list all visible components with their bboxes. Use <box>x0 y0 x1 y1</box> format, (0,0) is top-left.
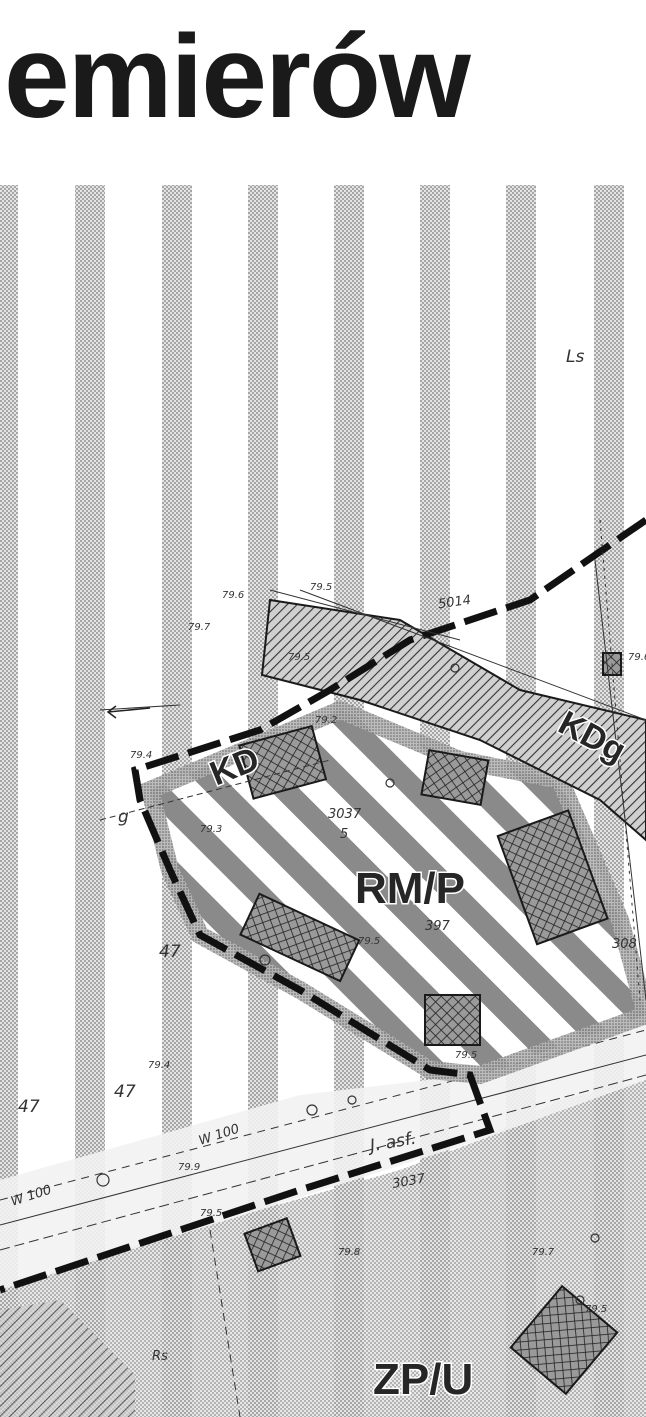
elevation-label: 79.4 <box>130 750 152 761</box>
elevation-label: 79.5 <box>585 1304 607 1315</box>
plot-number: 47 <box>114 1082 136 1102</box>
elevation-label: 79.5 <box>455 1050 477 1061</box>
direction-arrow-icon <box>106 705 151 719</box>
gas-line-label: g <box>118 807 129 827</box>
plot-number: 3037 <box>328 807 362 822</box>
plot-number: 397 <box>425 919 451 934</box>
elevation-label: 79.5 <box>288 652 310 663</box>
road-lines <box>0 1029 646 1251</box>
plot-number: 47 <box>159 942 181 962</box>
elevation-label: 79.5 <box>310 582 332 593</box>
lower-left-plot <box>0 1300 135 1417</box>
elevation-label: 79.6 <box>222 590 244 601</box>
rmp-zone-area <box>150 710 646 1075</box>
plot-number: 47 <box>18 1097 40 1117</box>
kdg-road-area <box>260 598 646 842</box>
elevation-label: 79.7 <box>188 622 211 633</box>
elevation-points: 79.5 79.6 79.7 79.5 79.4 79.6 79.5 79.8 … <box>130 582 646 1315</box>
zone-label-rmp: RM/P <box>355 864 465 913</box>
zone-label-ls: Ls <box>566 347 584 367</box>
road-band <box>0 1020 646 1290</box>
elevation-label: 79.7 <box>532 1247 555 1258</box>
elevation-label: 79.9 <box>178 1162 200 1173</box>
survey-markers <box>96 663 600 1305</box>
elevation-label: 79.5 <box>200 1208 222 1219</box>
zpu-zone-area <box>0 1080 646 1417</box>
elevation-label: 79.3 <box>200 824 222 835</box>
buildings <box>238 652 622 1396</box>
map-heading: emierów <box>4 11 471 143</box>
plot-number: 5 <box>340 827 348 842</box>
plot-number: 3037 <box>391 1171 427 1192</box>
utility-label: Rs <box>152 1349 168 1364</box>
elevation-label: 79.4 <box>148 1060 170 1071</box>
elevation-label: 79.8 <box>338 1247 360 1258</box>
zone-label-zpu: ZP/U <box>373 1355 473 1404</box>
elevation-label: 79.5 <box>358 936 380 947</box>
plot-number: 308 <box>612 937 637 952</box>
elevation-label: 79.2 <box>315 715 337 726</box>
elevation-label: 79.6 <box>628 652 646 663</box>
survey-lines <box>99 519 646 1417</box>
plan-boundary <box>0 517 646 1294</box>
plot-number: 5014 <box>437 593 472 612</box>
